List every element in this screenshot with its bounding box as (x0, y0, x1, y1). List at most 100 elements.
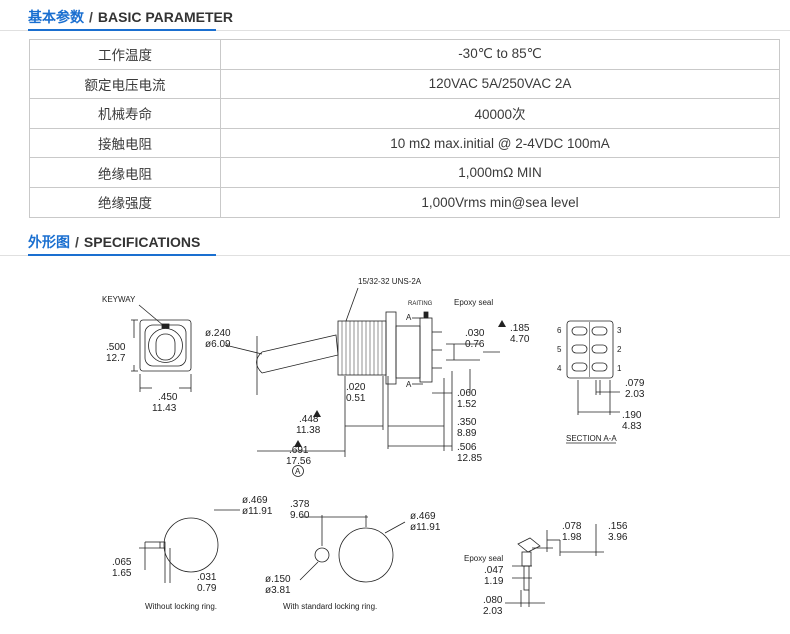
title-separator: / (89, 9, 93, 25)
title-separator: / (75, 234, 79, 250)
basic-title-cn: 基本参数 (28, 9, 84, 25)
table-row: 工作温度 -30℃ to 85℃ (29, 39, 780, 70)
basic-title-en: BASIC PARAMETER (97, 9, 233, 25)
circle-a-marker (292, 465, 304, 477)
dim-label: 0.51 (346, 393, 366, 404)
dim-label: .060 (457, 388, 477, 399)
cutout-with-ring (299, 515, 406, 583)
dim-label: 4.70 (510, 334, 530, 345)
param-key: 绝缘强度 (29, 186, 221, 218)
dim-label: .047 (484, 565, 504, 576)
dim-label: .506 (457, 442, 477, 453)
dim-label: .691 (289, 445, 309, 456)
dim-label: .020 (346, 382, 366, 393)
dim-label: 11.43 (152, 403, 177, 414)
dim-label: .079 (625, 378, 645, 389)
dim-label: 0.79 (197, 583, 217, 594)
basic-parameter-heading: 基本参数 / BASIC PARAMETER (28, 4, 233, 30)
specs-heading-underline (28, 254, 216, 256)
circle-a-label: A (295, 467, 301, 476)
dim-label: .190 (622, 410, 642, 421)
param-value: 1,000mΩ MIN (220, 157, 780, 188)
dim-label: 0.76 (465, 339, 485, 350)
dim-label: .031 (197, 572, 217, 583)
side-view (224, 287, 500, 457)
dim-label: ø.240 (205, 328, 231, 339)
caption-without-ring: Without locking ring. (145, 602, 217, 611)
table-row: 绝缘强度 1,000Vrms min@sea level (29, 186, 780, 218)
caption-with-ring: With standard locking ring. (283, 602, 377, 611)
triangle-marker (313, 410, 321, 417)
param-value: 1,000Vrms min@sea level (220, 186, 780, 218)
section-a-a-view (566, 320, 620, 444)
thread-label: 15/32-32 UNS-2A (358, 277, 422, 286)
specs-title-en: SPECIFICATIONS (83, 234, 201, 250)
dim-label: 9.60 (290, 510, 310, 521)
dim-label: 1.52 (457, 399, 477, 410)
param-key: 额定电压电流 (29, 68, 221, 100)
specification-drawing: KEYWAY .500 12.7 .450 11.43 (102, 277, 645, 617)
dim-label: ø3.81 (265, 585, 291, 596)
param-key: 接触电阻 (29, 127, 221, 159)
dim-label: .378 (290, 499, 310, 510)
param-value: 40000次 (220, 98, 780, 129)
dim-label: 4.83 (622, 421, 642, 432)
specs-title-cn: 外形图 (28, 234, 70, 250)
terminal-number: 4 (557, 364, 562, 373)
param-value: 10 mΩ max.initial @ 2-4VDC 100mA (220, 127, 780, 159)
dim-label: 1.98 (562, 532, 582, 543)
dim-label: ø.150 (265, 574, 291, 585)
dim-label: .450 (158, 392, 178, 403)
epoxy-seal-label: Epoxy seal (454, 298, 493, 307)
dim-label: ø6.09 (205, 339, 231, 350)
dim-label: .030 (465, 328, 485, 339)
rating-label: RAITING (408, 301, 433, 307)
terminal-number: 5 (557, 345, 562, 354)
specifications-heading: 外形图 / SPECIFICATIONS (28, 229, 200, 255)
basic-heading-underline (28, 29, 216, 31)
basic-parameter-table: 工作温度 -30℃ to 85℃ 额定电压电流 120VAC 5A/250VAC… (29, 39, 780, 218)
dim-label: 8.89 (457, 428, 477, 439)
param-key: 机械寿命 (29, 98, 221, 129)
section-letter: A (406, 313, 412, 322)
specs-heading-rule (0, 255, 790, 256)
front-view (131, 304, 192, 392)
terminal-detail (505, 524, 604, 607)
triangle-marker (498, 320, 506, 327)
dim-label: .448 (299, 414, 319, 425)
dim-label: 11.38 (296, 425, 321, 436)
dim-label: 3.96 (608, 532, 628, 543)
table-row: 额定电压电流 120VAC 5A/250VAC 2A (29, 68, 780, 100)
section-letter: A (406, 380, 412, 389)
triangle-marker (294, 440, 302, 447)
terminal-number: 3 (617, 326, 622, 335)
section-a-a-label: SECTION A-A (566, 434, 617, 443)
dim-label: .185 (510, 323, 530, 334)
dim-label: 1.65 (112, 568, 132, 579)
dim-label: ø11.91 (242, 506, 273, 517)
dim-label: .065 (112, 557, 132, 568)
table-row: 绝缘电阻 1,000mΩ MIN (29, 157, 780, 188)
param-value: 120VAC 5A/250VAC 2A (220, 68, 780, 100)
basic-heading-rule (0, 30, 790, 31)
table-row: 机械寿命 40000次 (29, 98, 780, 129)
dim-label: 2.03 (625, 389, 645, 400)
terminal-number: 6 (557, 326, 562, 335)
cutout-without-ring (139, 509, 240, 583)
terminal-number: 1 (617, 364, 622, 373)
dim-label: ø.469 (410, 511, 436, 522)
dim-label: 1.19 (484, 576, 504, 587)
dim-label: .500 (106, 342, 126, 353)
dim-label: ø.469 (242, 495, 268, 506)
dim-label: .156 (608, 521, 628, 532)
dim-label: .350 (457, 417, 477, 428)
dim-label: .078 (562, 521, 582, 532)
param-key: 绝缘电阻 (29, 157, 221, 188)
dim-label: 2.03 (483, 606, 503, 617)
table-row: 接触电阻 10 mΩ max.initial @ 2-4VDC 100mA (29, 127, 780, 159)
param-value: -30℃ to 85℃ (220, 39, 780, 70)
epoxy-seal-label: Epoxy seal (464, 554, 503, 563)
dim-label: .080 (483, 595, 503, 606)
param-key: 工作温度 (29, 39, 221, 70)
dim-label: 17.56 (286, 456, 311, 467)
